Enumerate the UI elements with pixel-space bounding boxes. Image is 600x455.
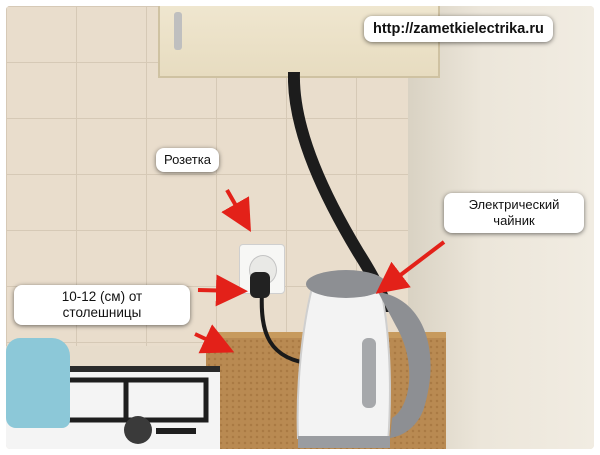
- electric-kettle: [296, 270, 431, 448]
- label-height-line1: 10-12 (см) от: [61, 289, 143, 304]
- photo-scene: [6, 6, 594, 449]
- label-height: 10-12 (см) от столешницы: [14, 285, 190, 325]
- blue-towel: [6, 338, 70, 428]
- watermark-url: http://zametkielectrika.ru: [364, 16, 553, 42]
- label-kettle-line1: Электрический: [468, 197, 560, 212]
- label-socket: Розетка: [156, 148, 219, 172]
- label-socket-text: Розетка: [164, 152, 211, 167]
- wall-outlet: [239, 244, 285, 294]
- power-plug: [250, 272, 270, 298]
- cabinet-handle: [174, 12, 182, 50]
- label-height-line2: столешницы: [62, 305, 142, 320]
- label-kettle: Электрический чайник: [444, 193, 584, 233]
- label-kettle-line2: чайник: [493, 213, 535, 228]
